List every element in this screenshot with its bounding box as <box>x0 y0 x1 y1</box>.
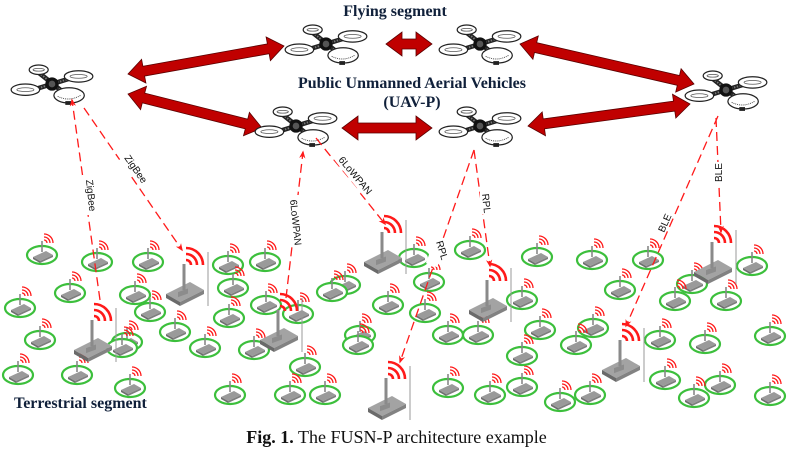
arrow-top-right-to-right <box>519 35 695 93</box>
sensor-node <box>212 295 246 329</box>
sensor-node <box>523 307 557 341</box>
arrow-left-to-bottom <box>127 85 263 137</box>
caption-prefix: Fig. 1. <box>246 427 294 447</box>
sensor-node <box>211 242 245 276</box>
sensor-node <box>113 365 147 399</box>
sensor-node <box>631 237 665 271</box>
link-zigbee-2 <box>83 107 183 252</box>
sensor-node <box>735 243 769 277</box>
uav-left <box>11 65 93 105</box>
link-6lowpan-1 <box>315 137 386 226</box>
label-rpl-2: RPL <box>479 193 492 214</box>
arrow-top-center <box>385 31 433 57</box>
sensor-node <box>397 235 431 269</box>
sensor-node <box>371 282 405 316</box>
sensor-node <box>25 232 59 266</box>
sensor-node <box>408 290 442 324</box>
sensor-node <box>473 372 507 406</box>
sensor-node <box>753 313 787 347</box>
sensor-node <box>648 357 682 391</box>
sensor-node <box>576 305 610 339</box>
sensor-node <box>520 234 554 268</box>
label-zigbee-1: ZigBee <box>83 179 97 212</box>
gateway-ble-1 <box>692 224 738 286</box>
uav-bottom-center-right <box>439 107 521 147</box>
sensor-node <box>315 269 349 303</box>
arrow-bottom-center <box>341 115 433 141</box>
uav-top-center-left <box>285 25 367 65</box>
uav-label-line1: Public Unmanned Aerial Vehicles <box>298 75 526 92</box>
sensor-node <box>105 325 139 359</box>
sensor-node <box>131 239 165 273</box>
flying-segment-label: Flying segment <box>343 3 447 20</box>
sensor-node <box>249 282 283 316</box>
sensor-node <box>643 317 677 351</box>
sensor-node <box>703 362 737 396</box>
label-ble-2: BLE <box>714 163 725 182</box>
sensor-node <box>3 285 37 319</box>
uav-label-line2: (UAV-P) <box>383 94 440 111</box>
uav-links <box>127 31 695 141</box>
sensor-node <box>80 239 114 273</box>
sensor-node <box>308 372 342 406</box>
sensor-node <box>505 364 539 398</box>
sensor-node <box>677 375 711 409</box>
sensor-node <box>53 270 87 304</box>
sensor-node <box>505 333 539 367</box>
sensor-node <box>188 325 222 359</box>
figure-caption: Fig. 1. The FUSN-P architecture example <box>0 427 793 448</box>
uav-right <box>685 71 767 111</box>
label-6lowpan-2: 6LoWPAN <box>287 199 303 246</box>
terrestrial-segment-label: Terrestrial segment <box>14 395 148 412</box>
sensor-node <box>688 321 722 355</box>
sensor-node <box>23 317 57 351</box>
sensor-node <box>559 322 593 356</box>
sensor-node <box>453 227 487 261</box>
sensor-node <box>603 267 637 301</box>
arrow-left-to-top <box>127 36 285 84</box>
sensor-node <box>575 237 609 271</box>
sensor-node <box>248 239 282 273</box>
sensor-node <box>118 272 152 306</box>
sensor-node <box>213 372 247 406</box>
uav-bottom-center-left <box>255 107 337 147</box>
gateway-rpl-1 <box>467 262 513 324</box>
sensor-node <box>431 365 465 399</box>
caption-text: The FUSN-P architecture example <box>293 427 547 447</box>
gateway-ble-2 <box>600 322 646 384</box>
sensor-node <box>543 379 577 413</box>
gateway-rpl-2 <box>366 360 412 422</box>
sensor-node <box>709 278 743 312</box>
uav-top-center-right <box>439 25 521 65</box>
gateway-6lowpan-1 <box>362 214 408 276</box>
link-ble-1 <box>625 115 719 328</box>
sensor-node <box>753 373 787 407</box>
sensor-node <box>273 372 307 406</box>
sensor-node <box>288 344 322 378</box>
gateway-zigbee-2 <box>164 246 210 308</box>
sensor-node <box>658 278 692 312</box>
arrow-bottom-right-to-right <box>527 93 691 137</box>
sensor-node <box>1 352 35 386</box>
sensor-node <box>573 372 607 406</box>
